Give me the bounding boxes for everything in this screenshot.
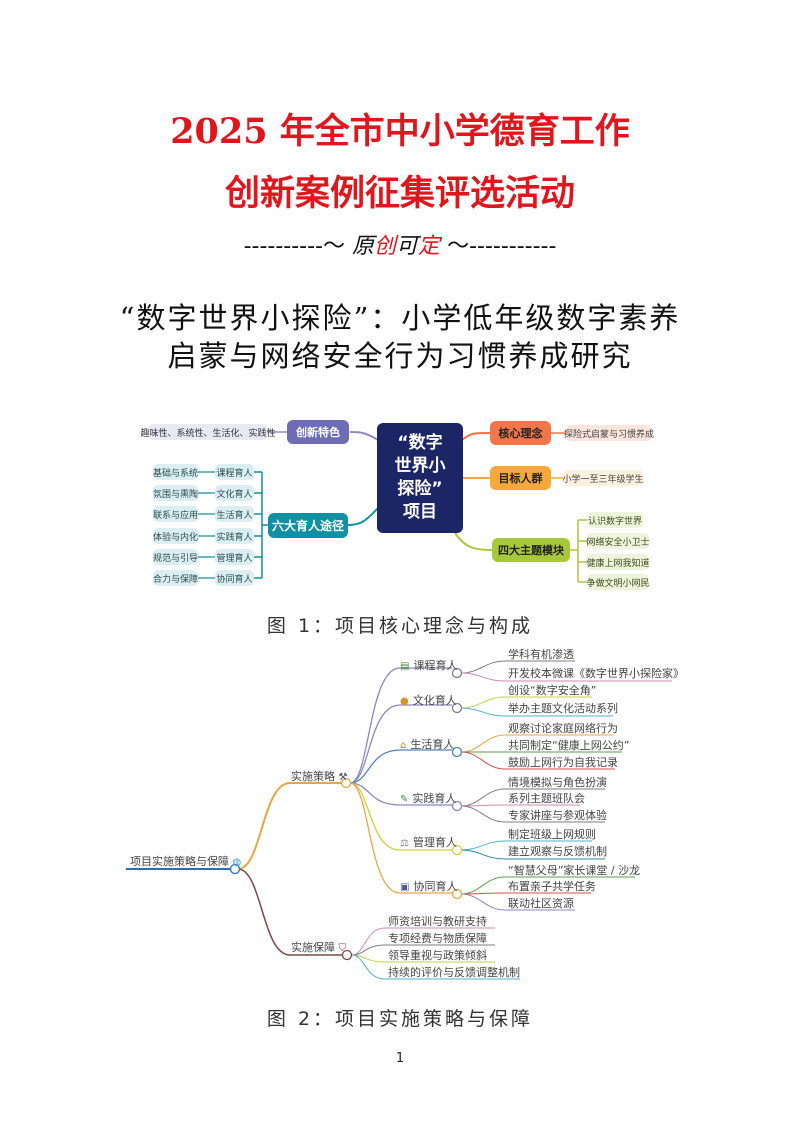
figure2-caption: 图 2：项目实施策略与保障: [266, 1008, 534, 1030]
module-item-3: 健康上网我知道: [587, 554, 650, 570]
path-detail-3: 联系与应用: [153, 506, 198, 522]
innovation-node: 创新特色: [287, 420, 349, 444]
branch-management: ⚖管理育人: [400, 834, 457, 850]
leaf-text: 联动社区资源: [508, 897, 574, 910]
family-icon: ▣: [400, 882, 410, 893]
palette-icon: ●: [400, 696, 409, 707]
tools-icon: ⚒: [338, 772, 348, 783]
six-paths-node: 六大育人途径: [268, 513, 348, 538]
guarantee-label: 实施保障: [291, 941, 335, 954]
scale-icon: ⚖: [400, 838, 409, 849]
divider-char-3: 可: [396, 234, 419, 259]
leaf-text: 布置亲子共学任务: [508, 880, 596, 893]
path-item-6: 协同育人: [215, 570, 254, 586]
figure2-connectors: [126, 660, 672, 980]
path-detail-1: 基础与系统: [153, 464, 198, 480]
page-number: 1: [395, 1051, 405, 1066]
contest-title-line1: 2025 年全市中小学德育工作: [170, 111, 630, 152]
leaf-text: 举办主题文化活动系列: [508, 702, 618, 715]
path-item-3: 生活育人: [215, 506, 254, 522]
leaf-text: 系列主题班队会: [508, 792, 585, 805]
target-group-detail: 小学一至三年级学生: [563, 470, 644, 486]
strategy-node: 实施策略 ⚒: [291, 768, 347, 784]
leaf-text: 专家讲座与参观体验: [508, 809, 607, 822]
leaf-text: 开发校本微课《数字世界小探险家》: [508, 667, 684, 680]
leaf-text: 制定班级上网规则: [508, 828, 596, 841]
leaf-text: “智慧父母”家长课堂 / 沙龙: [508, 864, 641, 877]
path-item-5: 管理育人: [215, 549, 254, 565]
guarantee-leaf: 专项经费与物质保障: [388, 932, 487, 945]
branch-life: ⌂生活育人: [400, 736, 454, 752]
core-idea-node: 核心理念: [490, 421, 551, 445]
guarantee-node: 实施保障 ⛉: [291, 939, 346, 955]
shield-icon: ⛉: [338, 943, 347, 954]
path-detail-4: 体验与内化: [153, 528, 198, 544]
central-line-1: “数字: [397, 433, 443, 453]
paper-title-line1: “数字世界小探险”：小学低年级数字素养: [119, 301, 681, 335]
leaf-text: 学科有机渗透: [508, 648, 574, 661]
path-item-1: 课程育人: [215, 464, 254, 480]
figure2-mindmap: 项目实施策略与保障 ◍ 实施策略 ⚒ 实施保障 ⛉ ▤课程育人 ●文化育人 ⌂生…: [126, 648, 684, 980]
central-project-node: “数字 世界小 探险” 项目: [377, 423, 463, 533]
contest-title-line2: 创新案例征集评选活动: [224, 173, 575, 214]
module-item-4: 争做文明小网民: [587, 574, 650, 590]
root-label: 项目实施策略与保障: [130, 855, 229, 868]
branch-label: 实践育人: [412, 792, 457, 805]
strategy-label: 实施策略: [291, 770, 335, 783]
divider-char-1: 原: [352, 234, 375, 259]
books-icon: ▤: [400, 661, 410, 672]
root-node: 项目实施策略与保障 ◍: [130, 853, 241, 869]
globe-icon: ◍: [232, 857, 242, 868]
core-idea-detail: 探险式启蒙与习惯养成: [564, 425, 654, 441]
divider-left: ----------～: [243, 234, 345, 259]
figure1-caption: 图 1：项目核心理念与构成: [266, 615, 534, 637]
modules-node: 四大主题模块: [492, 538, 570, 562]
branch-collaboration: ▣协同育人: [400, 878, 457, 894]
branch-label: 协同育人: [413, 880, 458, 893]
leaf-text: 建立观察与反馈机制: [508, 845, 607, 858]
divider-right: ～-----------: [447, 234, 557, 259]
leaf-text: 观察讨论家庭网络行为: [508, 722, 618, 735]
central-line-2: 世界小: [394, 456, 446, 476]
branch-culture: ●文化育人: [400, 692, 457, 708]
paper-title-line2: 启蒙与网络安全行为习惯养成研究: [167, 339, 633, 373]
pencil-icon: ✎: [400, 794, 409, 805]
branch-label: 课程育人: [413, 659, 458, 672]
path-detail-5: 规范与引导: [153, 549, 198, 565]
original-divider: ----------～ 原创可定 ～-----------: [0, 228, 800, 260]
branch-label: 管理育人: [412, 836, 457, 849]
house-icon: ⌂: [400, 740, 407, 751]
innovation-detail: 趣味性、系统性、生活化、实践性: [141, 424, 276, 440]
path-item-2: 文化育人: [215, 485, 254, 501]
branch-curriculum: ▤课程育人: [400, 657, 457, 673]
module-item-1: 认识数字世界: [587, 512, 643, 528]
module-item-2: 网络安全小卫士: [587, 533, 650, 549]
leaf-text: 共同制定“健康上网公约”: [508, 739, 630, 752]
figure1-connectors: [198, 431, 587, 583]
central-line-3: 探险”: [397, 479, 443, 499]
path-item-4: 实践育人: [215, 528, 254, 544]
guarantee-leaf: 持续的评价与反馈调整机制: [388, 966, 520, 979]
guarantee-leaf: 领导重视与政策倾斜: [388, 949, 487, 962]
leaf-text: 鼓励上网行为自我记录: [508, 756, 618, 769]
branch-label: 文化育人: [412, 694, 457, 707]
branch-label: 生活育人: [410, 738, 455, 751]
central-line-4: 项目: [403, 502, 437, 522]
target-group-node: 目标人群: [490, 466, 551, 490]
path-detail-6: 合力与保障: [153, 570, 198, 586]
branch-practice: ✎实践育人: [400, 790, 456, 806]
divider-char-4: 定: [418, 234, 441, 259]
divider-char-2: 创: [374, 234, 397, 259]
guarantee-leaf: 师资培训与教研支持: [388, 915, 487, 928]
figure1-mindmap: “数字 世界小 探险” 项目 创新特色 趣味性、系统性、生活化、实践性 六大育人…: [141, 420, 654, 590]
path-detail-2: 氛围与熏陶: [153, 485, 198, 501]
leaf-text: 情境模拟与角色扮演: [508, 776, 607, 789]
leaf-text: 创设“数字安全角”: [508, 684, 597, 697]
